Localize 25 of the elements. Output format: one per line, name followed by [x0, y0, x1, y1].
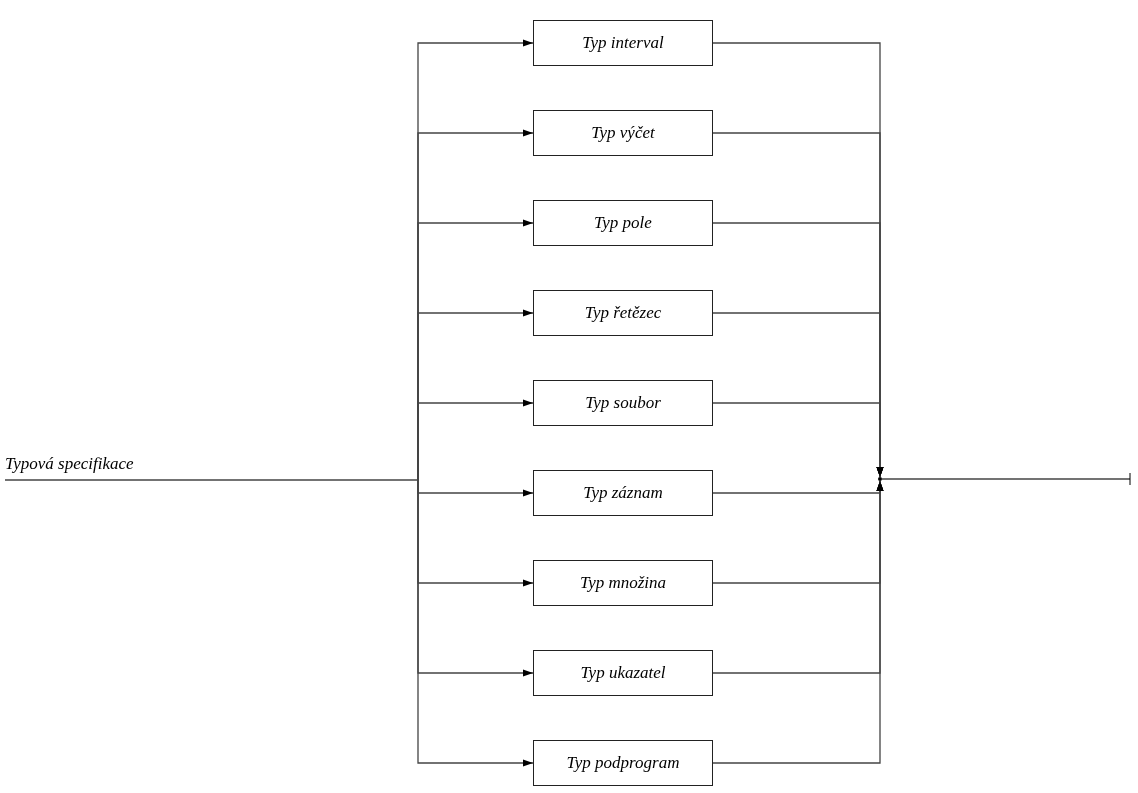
process-box — [533, 560, 713, 606]
arrow — [417, 479, 534, 767]
box-label: Typ ukazatel — [580, 663, 666, 683]
box-label: Typ podprogram — [566, 753, 680, 773]
process-box — [533, 20, 713, 66]
box-label: Typ soubor — [585, 393, 661, 413]
process-box — [533, 740, 713, 786]
connector-line — [4, 479, 419, 481]
box-label: Typ výčet — [591, 123, 655, 143]
box-label: Typ záznam — [583, 483, 663, 503]
process-box — [533, 470, 713, 516]
junction-dot — [878, 477, 882, 481]
arrow — [712, 480, 884, 764]
box-label: Typ množina — [579, 573, 667, 593]
process-box — [533, 380, 713, 426]
process-box — [533, 650, 713, 696]
start-label: Typová specifikace — [5, 450, 265, 480]
process-box — [533, 290, 713, 336]
box-label: Typ interval — [582, 33, 664, 53]
arrow — [417, 399, 534, 481]
box-label: Typ řetězec — [584, 303, 662, 323]
process-box — [533, 110, 713, 156]
box-label: Typ pole — [594, 213, 652, 233]
arrow — [712, 402, 884, 478]
process-box — [533, 200, 713, 246]
